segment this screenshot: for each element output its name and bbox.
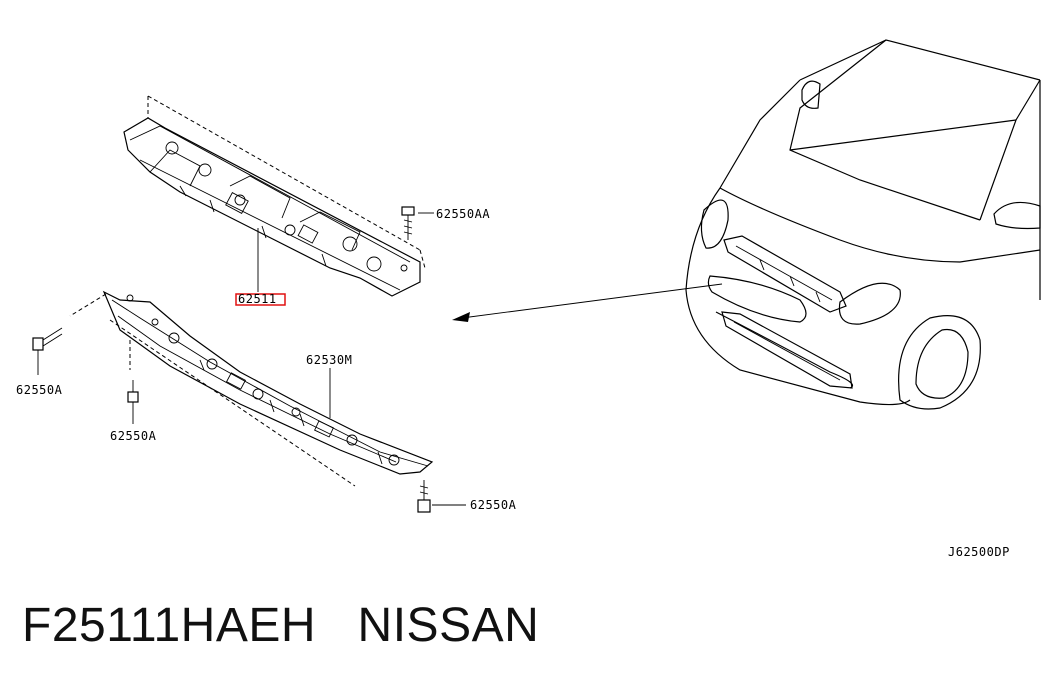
label-62550aa: 62550AA <box>436 207 490 221</box>
label-62511: 62511 <box>238 292 277 306</box>
brand-name: NISSAN <box>357 599 540 652</box>
part-caption: F25111HAEH NISSAN <box>22 598 539 653</box>
label-62530m: 62530M <box>306 353 352 367</box>
part-number: F25111HAEH <box>22 599 317 652</box>
vehicle-front-illustration <box>685 39 1041 410</box>
bolt-62550a-center <box>127 380 139 424</box>
bolt-62550a-right <box>417 480 466 513</box>
diagram-code: J62500DP <box>948 545 1010 559</box>
location-arrow <box>452 283 723 322</box>
label-62550a-center: 62550A <box>110 429 157 443</box>
label-62550a-right: 62550A <box>470 498 517 512</box>
label-62550a-left: 62550A <box>16 383 63 397</box>
bolt-62550aa <box>401 206 434 240</box>
upper-radiator-core-member <box>123 95 426 297</box>
lower-radiator-core-member <box>69 290 434 487</box>
highlight-box <box>235 293 286 306</box>
bolt-62550a-left <box>32 327 63 375</box>
